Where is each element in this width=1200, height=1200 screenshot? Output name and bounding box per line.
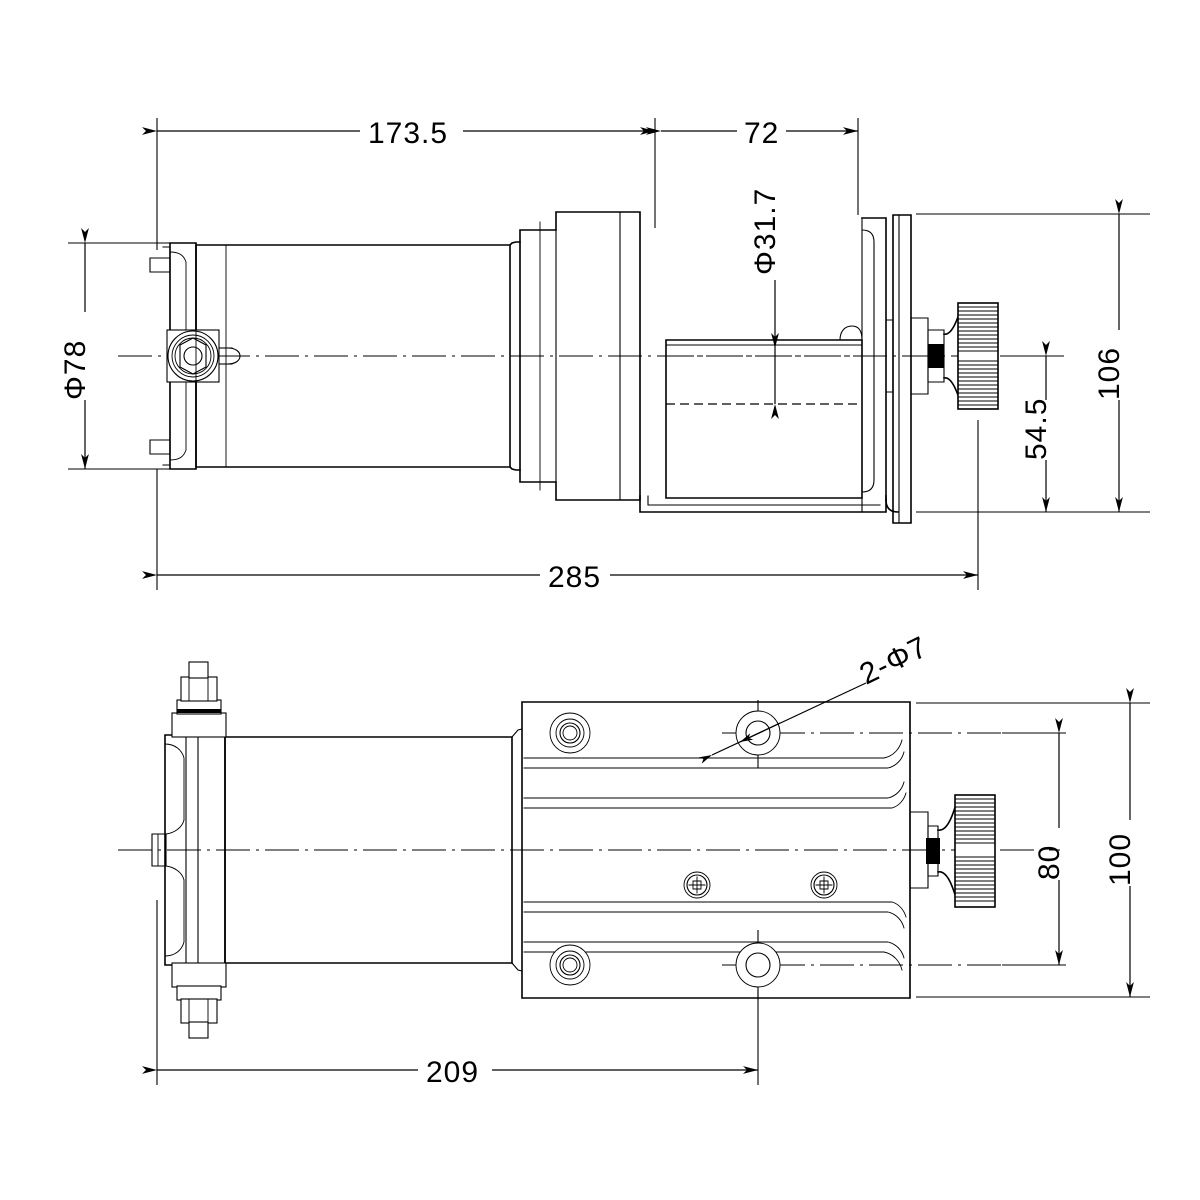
dim-54-5: 54.5 (1010, 341, 1064, 512)
end-cap-tab-bottom (149, 439, 171, 455)
terminal-post-top (171, 661, 227, 738)
dim-label-285: 285 (548, 561, 601, 594)
plan-rib-8 (523, 951, 903, 971)
plan-knob-collar (909, 811, 929, 889)
plan-rib-1 (523, 739, 903, 759)
cover-screw-right (810, 871, 838, 899)
boss-center-hole (183, 346, 203, 366)
plan-rib-2 (523, 751, 905, 769)
knob-knurled-head (957, 302, 999, 410)
plan-shaft-boss (151, 833, 167, 867)
dim-173-5: 173.5 (142, 117, 655, 150)
cover-screw-left (683, 871, 711, 899)
plan-view: 2-Φ7 80 100 209 (118, 630, 1150, 1089)
plan-clutch-knob (909, 794, 996, 908)
plan-endcap-fillet-mid-top (165, 819, 185, 835)
plan-rib-6 (523, 911, 905, 929)
side-elevation-view: 173.5 72 Φ78 Φ31.7 10 (59, 117, 1150, 594)
terminal-post-bottom (171, 962, 227, 1039)
boss-side-nub (227, 347, 241, 365)
plan-motor-assembly (151, 661, 523, 1039)
terminal-bottom-nut (176, 985, 222, 1001)
plan-motor-fillet-bottom (511, 962, 523, 972)
drum-boss (839, 325, 863, 341)
end-cap-tab-top (149, 257, 171, 273)
dim-209: 209 (142, 900, 759, 1089)
dim-100: 100 (916, 688, 1150, 998)
dim-label-80: 80 (1033, 845, 1066, 880)
mounting-hole-front-left (549, 712, 591, 754)
frame-base-inner (647, 495, 881, 506)
dim-106: 106 (916, 199, 1150, 513)
plan-rib-7 (523, 941, 905, 959)
dim-80: 80 (1002, 718, 1066, 966)
plan-rib-3 (523, 781, 905, 799)
boss-ring-1 (171, 334, 215, 378)
frame-plate-fillet (885, 499, 899, 513)
plan-knob-knurl-lines (954, 798, 996, 902)
dim-phi31-7: Φ31.7 (749, 188, 782, 419)
terminal-top-stud (188, 661, 209, 679)
knob-collar (910, 317, 929, 395)
dim-label-phi78: Φ78 (59, 340, 92, 400)
drum-and-frame (639, 214, 912, 524)
terminal-top-washer (177, 709, 221, 713)
dim-label-54-5: 54.5 (1020, 398, 1053, 460)
plan-motor-fillet-top (511, 728, 523, 738)
terminal-top-base (171, 712, 227, 738)
dim-label-106: 106 (1093, 347, 1126, 400)
terminal-top-hex (180, 676, 218, 702)
motor-rear-fillet-top (508, 241, 521, 247)
mounting-hole-rear-left (549, 944, 591, 986)
frame-right-inner-profile (861, 229, 875, 493)
terminal-bottom-hex (180, 998, 218, 1024)
knob-knurl-lines (957, 306, 999, 406)
dim-285: 285 (142, 420, 979, 594)
frame-right-upright (861, 217, 887, 501)
plan-rib-4 (523, 792, 907, 809)
clutch-knob-assembly (910, 302, 999, 410)
dim-label-2-phi7: 2-Φ7 (855, 630, 934, 691)
dim-label-100: 100 (1104, 833, 1137, 886)
plan-endcap-fillet-top (164, 743, 185, 821)
frame-plate-boss (885, 319, 894, 393)
plan-rib-5 (523, 901, 907, 918)
dim-phi78: Φ78 (59, 228, 190, 470)
plan-endcap-fillet-bottom (164, 879, 185, 957)
dim-label-phi31-7: Φ31.7 (749, 188, 782, 275)
motor-shaft-boss (166, 329, 241, 383)
motor-assembly (149, 241, 521, 471)
terminal-bottom-stud (188, 1021, 209, 1039)
dim-label-173-5: 173.5 (368, 117, 448, 150)
terminal-bottom-base (171, 962, 227, 988)
motor-rear-fillet-bottom (508, 465, 521, 471)
drum-outline (665, 339, 863, 499)
dim-label-72: 72 (744, 117, 779, 150)
plan-knob-shaft-fill (926, 838, 940, 864)
plan-endcap-fillet-mid-bot (165, 865, 185, 881)
mounting-hole-rear-right (722, 930, 1060, 1000)
dim-72: 72 (646, 117, 858, 150)
dim-label-209: 209 (426, 1056, 479, 1089)
frame-outer-plate (892, 214, 912, 524)
boss-hex (179, 337, 207, 375)
knob-shaft-fill (928, 344, 944, 368)
plan-knob-knurled-head (954, 794, 996, 908)
